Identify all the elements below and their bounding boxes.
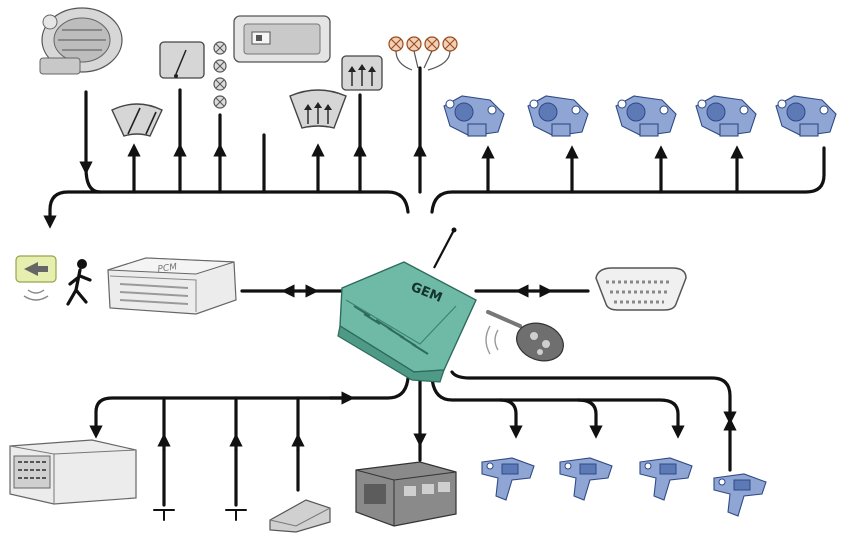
fuse-box-icon — [355, 461, 457, 527]
window-motor-icon — [443, 95, 505, 137]
gem-module-icon: GEM — [337, 261, 477, 383]
window-motor-icon — [695, 95, 757, 137]
bottom-bus-wires — [89, 370, 737, 521]
horn-icon — [15, 255, 57, 301]
wiper-icon — [111, 103, 163, 137]
pcm-label: PCM — [157, 262, 178, 275]
door-lock-actuator-icon — [713, 473, 767, 517]
door-switch-icon — [269, 499, 331, 533]
pedestrian-icon — [66, 259, 92, 306]
switch-panel-icon — [233, 15, 331, 63]
window-motor-icon — [775, 95, 837, 137]
window-motor-icon — [527, 95, 589, 137]
radio-icon — [9, 439, 137, 505]
bulb-cluster-icon — [388, 36, 458, 71]
top-bus-wires — [43, 66, 826, 229]
rear-defrost-icon — [341, 55, 383, 91]
obd-connector-icon — [595, 267, 687, 311]
remote-key-icon — [485, 310, 564, 362]
antenna-icon — [433, 227, 457, 269]
door-lock-actuator-icon — [481, 457, 535, 501]
window-motor-icon — [615, 95, 677, 137]
alternator — [39, 7, 123, 75]
heated-screen-icon — [289, 89, 347, 129]
warning-lamp-stack-icon — [213, 41, 227, 109]
door-lock-actuator-icon — [559, 457, 613, 501]
pcm-module-icon: PCM — [107, 257, 237, 315]
washer-pump-icon — [159, 41, 205, 79]
door-lock-actuator-icon — [639, 457, 693, 501]
